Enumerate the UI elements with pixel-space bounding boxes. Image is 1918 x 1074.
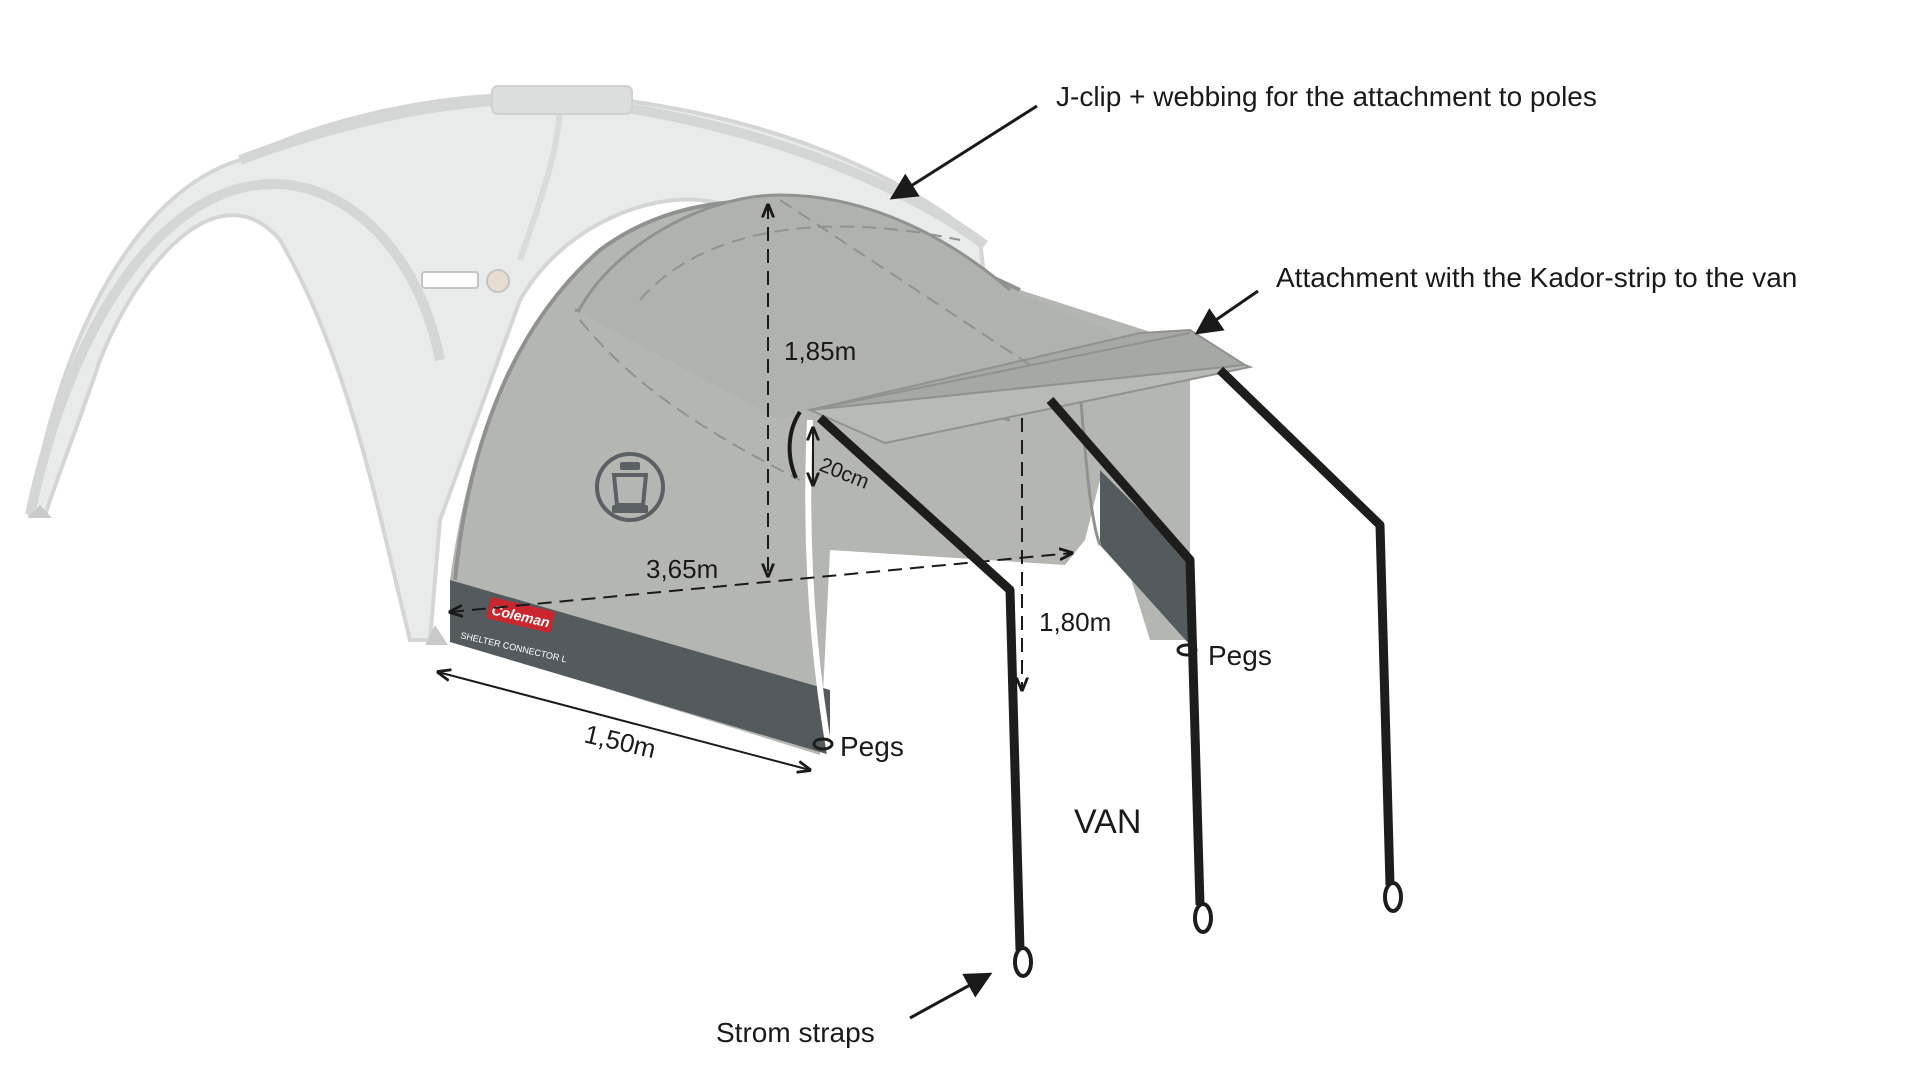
dimension-lines [438,205,1072,770]
dim-width: 1,50m [582,719,659,764]
coleman-lantern-emblem [595,452,665,522]
gazebo-shelter [25,85,993,645]
door-base-band [1100,470,1190,645]
gazebo-lantern-badge [486,269,510,293]
peg-loop-back [1176,643,1198,657]
storm-strap-back [1216,366,1395,886]
arrow-kador [1194,289,1259,335]
callout-pegs-back: Pegs [1208,640,1272,671]
callout-jclip: J-clip + webbing for the attachment to p… [1056,81,1597,112]
callout-pegs-front: Pegs [840,731,904,762]
callout-arrows [889,104,1259,1020]
storm-strap-middle [1046,397,1205,906]
dim-line-length [450,553,1072,612]
connector-roof [576,193,1254,445]
dim-height-main: 1,85m [784,336,856,366]
arrow-jclip [889,104,1038,200]
peg-loop-front [812,737,834,751]
dim-line-width [438,672,810,770]
peg-loops [812,643,1198,751]
dim-length: 3,65m [646,554,718,584]
overlap-bracket [787,410,802,479]
label-van: VAN [1074,803,1141,841]
strap-loop-front [1013,946,1033,978]
gazebo-logo-badge [421,271,479,289]
dim-height-door: 1,80m [1039,607,1111,637]
callout-kador: Attachment with the Kador-strip to the v… [1276,262,1797,293]
strap-loop-middle [1193,902,1213,934]
callout-storm-straps: Strom straps [716,1017,875,1048]
roof-vent [491,85,633,115]
strap-loop-back [1383,881,1403,913]
arrow-storm-straps [909,972,993,1020]
